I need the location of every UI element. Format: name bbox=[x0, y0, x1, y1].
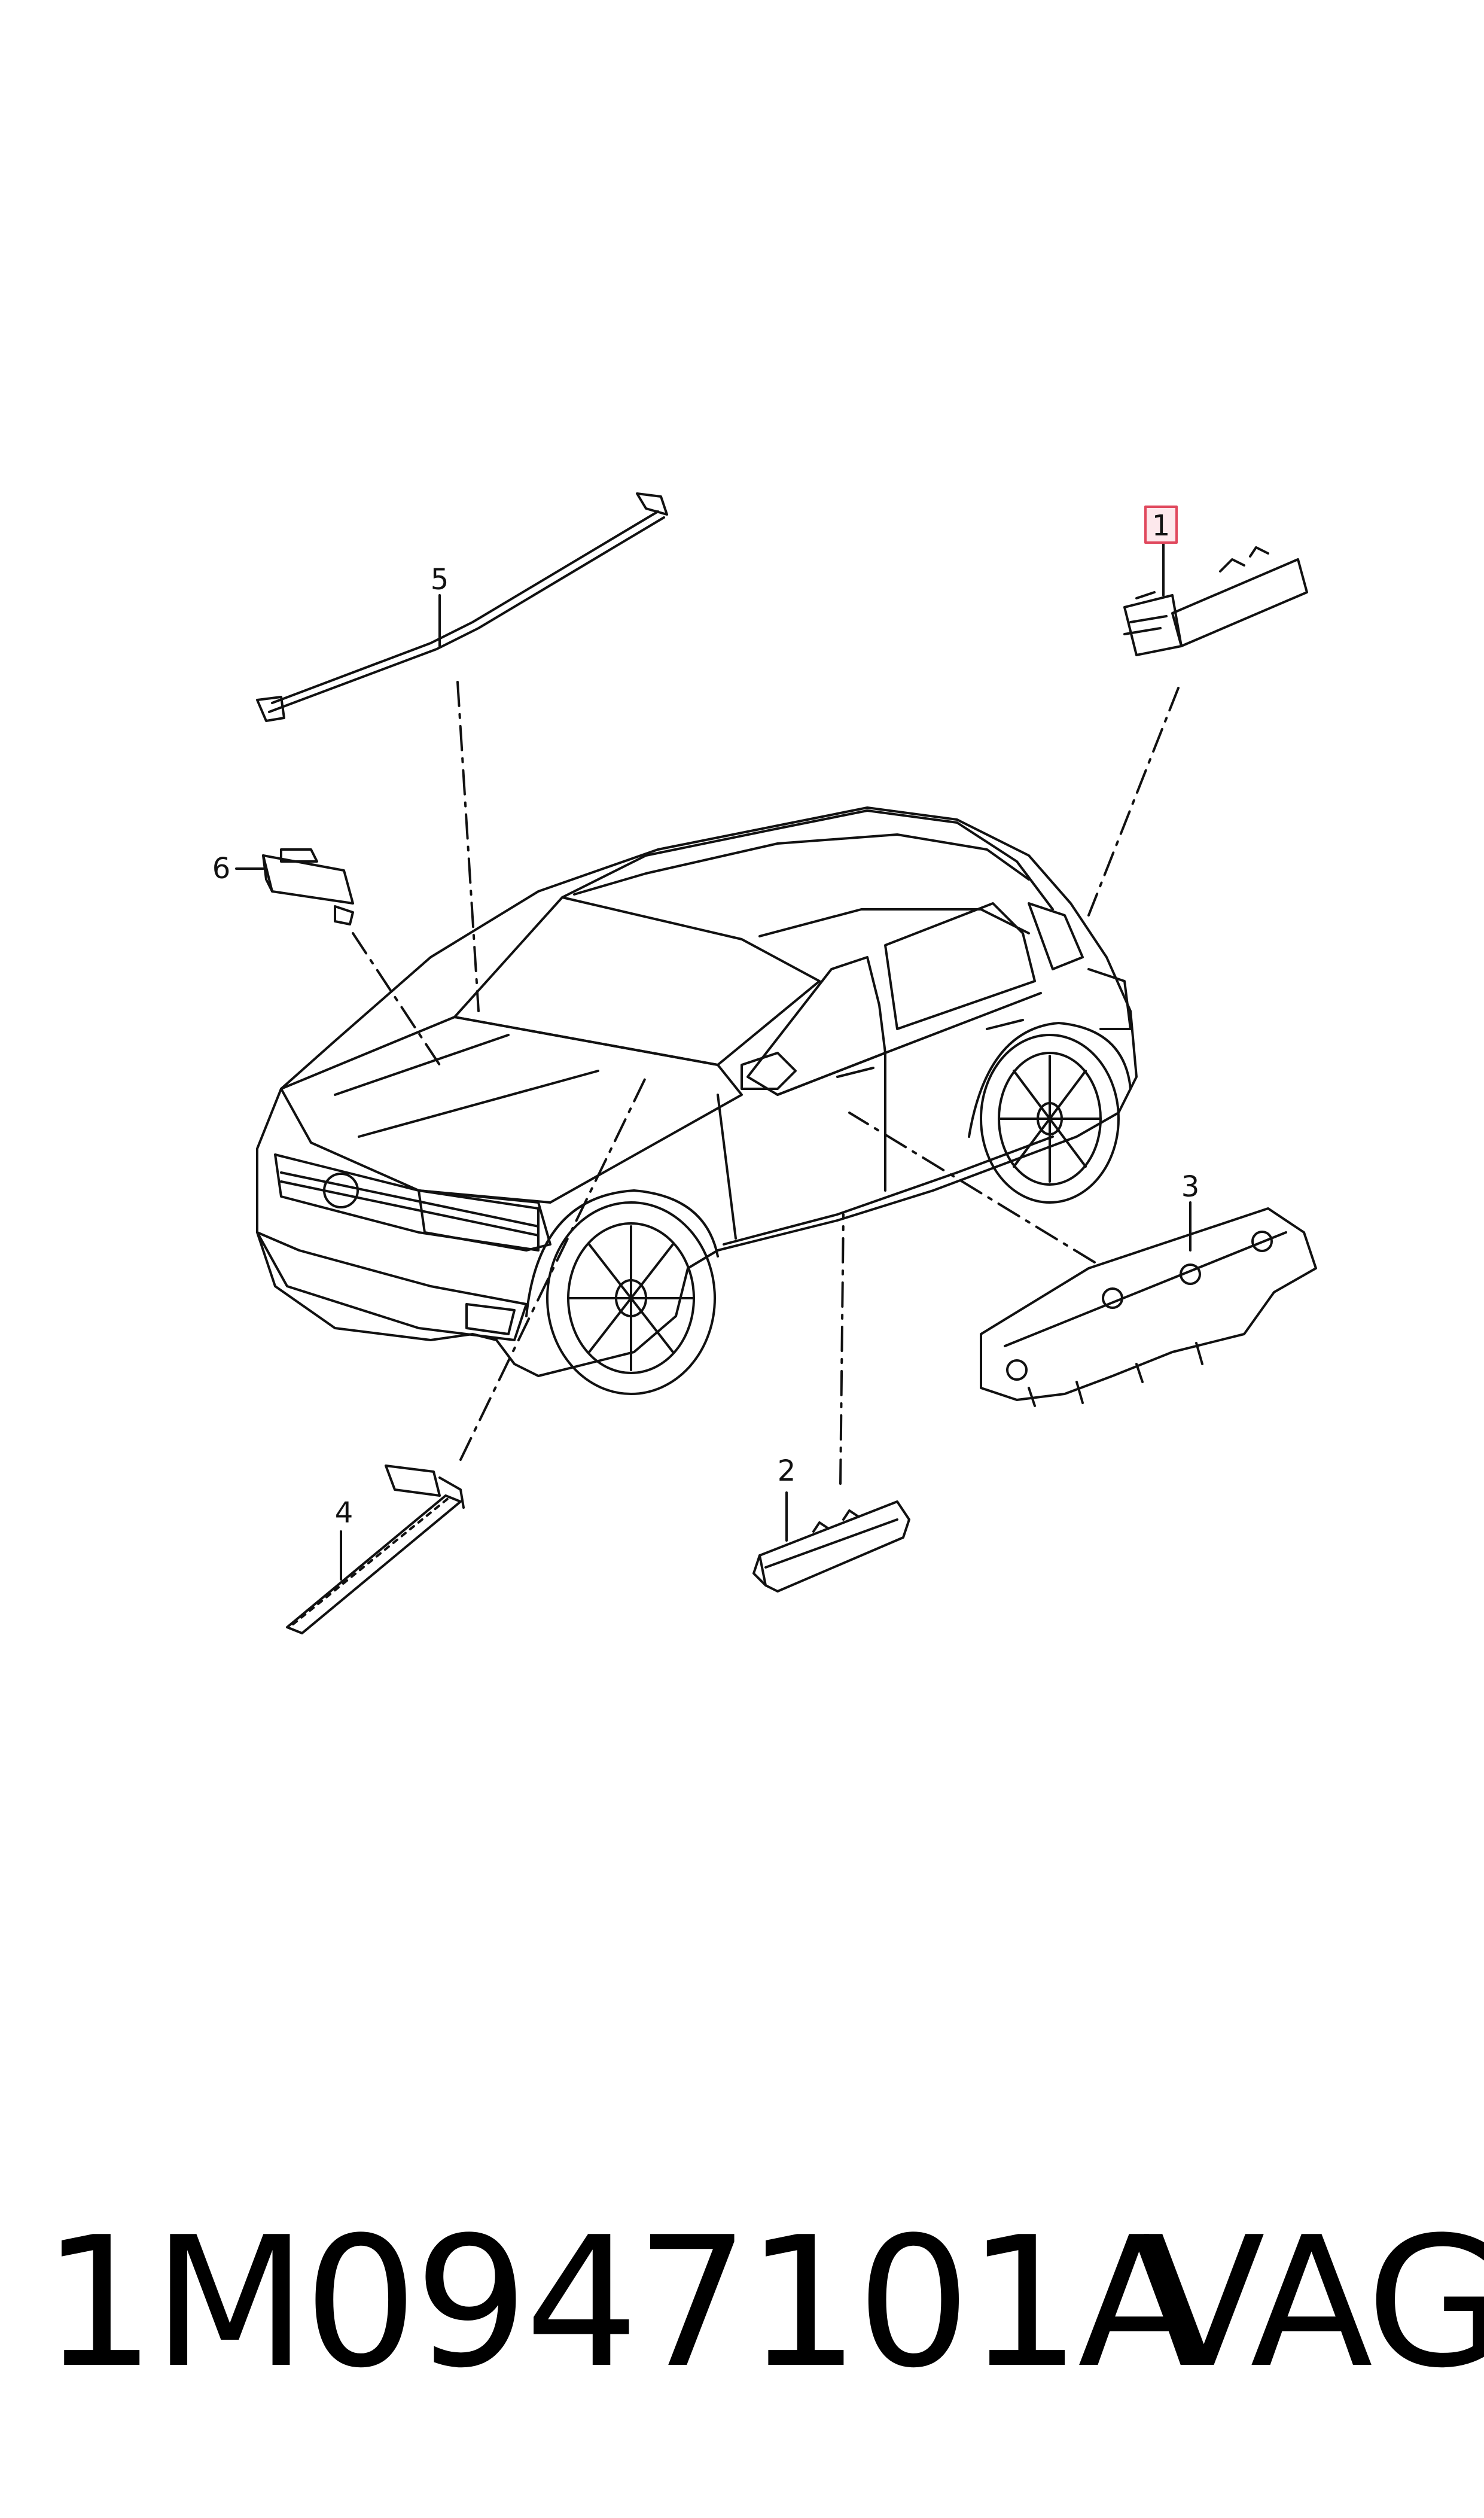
part-6-module[interactable] bbox=[262, 848, 354, 925]
rear-side-window bbox=[884, 902, 1036, 1030]
roof-line bbox=[561, 809, 1054, 911]
headlight-right bbox=[418, 1189, 551, 1252]
roof-rail bbox=[573, 833, 1030, 896]
parts-diagram: 1 2 3 4 5 6 bbox=[212, 492, 1317, 1634]
front-wheel-arch bbox=[525, 1189, 719, 1317]
part-5-wiring-harness[interactable] bbox=[256, 492, 668, 722]
part-4-light-strip[interactable] bbox=[286, 1464, 465, 1634]
callout-1[interactable]: 1 bbox=[1152, 509, 1171, 543]
fog-light bbox=[465, 1303, 516, 1335]
callout-5[interactable]: 5 bbox=[431, 563, 449, 596]
dashed-leader-4 bbox=[459, 1076, 647, 1461]
front-bumper bbox=[256, 1231, 528, 1341]
callout-4[interactable]: 4 bbox=[335, 1496, 354, 1530]
brand-label: VAG bbox=[1142, 2199, 1484, 2407]
callout-2[interactable]: 2 bbox=[778, 1454, 796, 1488]
rear-quarter-window bbox=[1028, 902, 1084, 970]
part-number-label: 1M0947101A bbox=[42, 2199, 1200, 2407]
door-lines bbox=[717, 992, 1042, 1240]
dashed-leader-1 bbox=[1087, 687, 1180, 917]
roof-rail-front bbox=[758, 908, 1030, 937]
door-handle-rear bbox=[986, 1019, 1024, 1030]
front-grille bbox=[274, 1153, 540, 1252]
dashed-leader-6 bbox=[352, 932, 441, 1066]
hood-crease bbox=[334, 1034, 510, 1096]
callout-3[interactable]: 3 bbox=[1181, 1170, 1200, 1204]
grille-bars bbox=[280, 1171, 540, 1237]
rear-wheel-arch bbox=[968, 1022, 1132, 1138]
part-2-lamp[interactable] bbox=[752, 1500, 910, 1593]
part-1-light-housing[interactable] bbox=[1123, 546, 1308, 656]
dashed-leader-3 bbox=[848, 1112, 1096, 1263]
vehicle-illustration bbox=[256, 806, 1138, 1395]
callout-6[interactable]: 6 bbox=[212, 852, 231, 885]
hood bbox=[280, 1016, 743, 1204]
door-handle-front bbox=[836, 1067, 874, 1078]
tail-light bbox=[1087, 968, 1132, 1030]
front-wheel bbox=[546, 1201, 716, 1395]
dashed-leader-2 bbox=[839, 1213, 845, 1485]
side-sill bbox=[723, 1135, 1054, 1246]
windshield bbox=[453, 896, 821, 1066]
front-side-window bbox=[746, 956, 886, 1096]
part-3-bracket[interactable] bbox=[980, 1207, 1317, 1407]
callout-1-highlight bbox=[1144, 506, 1178, 544]
rear-wheel bbox=[980, 1034, 1120, 1204]
dashed-leader-5 bbox=[456, 681, 480, 1012]
hood-crease-2 bbox=[358, 1070, 599, 1138]
side-mirror bbox=[741, 1052, 797, 1090]
